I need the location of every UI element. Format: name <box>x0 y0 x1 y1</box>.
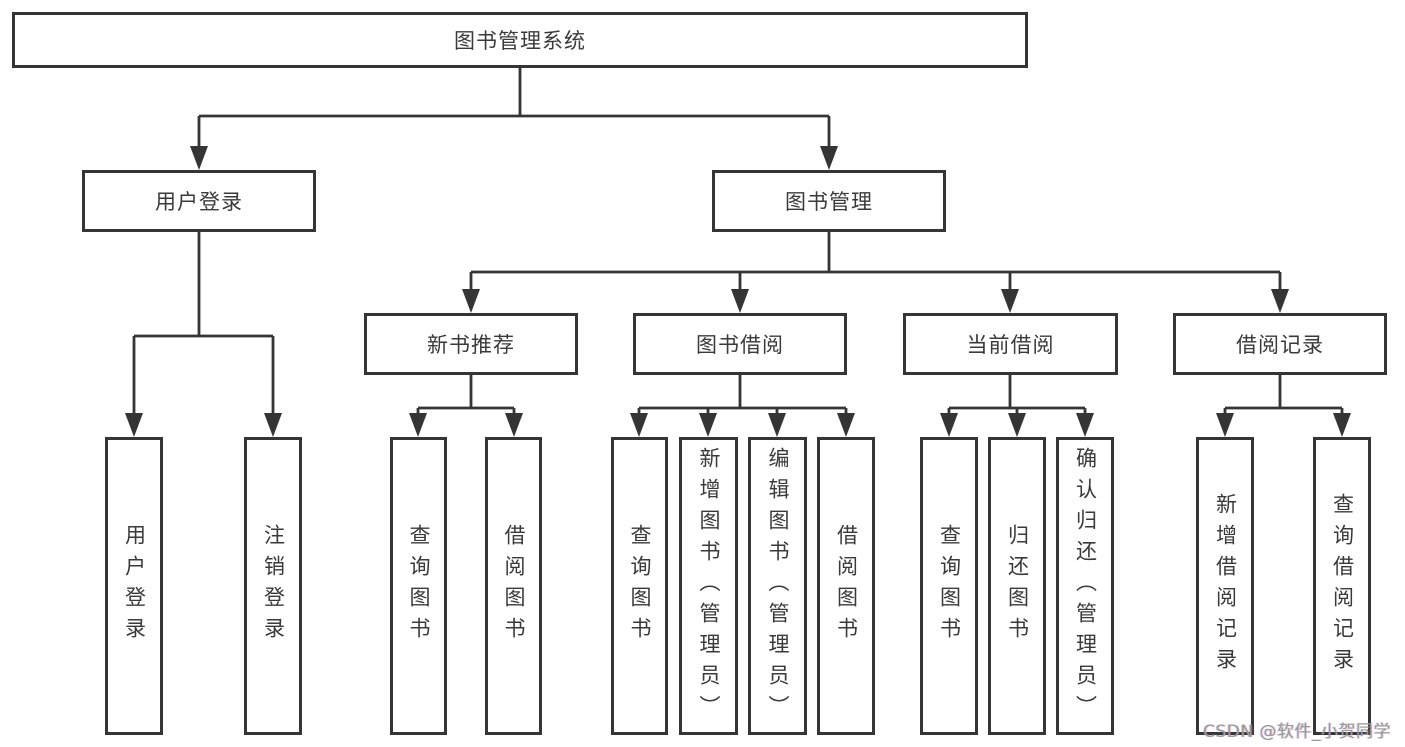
line-book-mgmt-split <box>469 232 1282 292</box>
node-book-borrow: 图书借阅 <box>633 313 847 375</box>
arrow-down-icon <box>1076 413 1094 437</box>
leaf-add-borrow-record: 新增借阅记录 <box>1196 437 1254 735</box>
csdn-watermark: CSDN @软件_小贺同学 <box>1203 722 1391 742</box>
arrow-down-icon <box>630 413 648 437</box>
line-book-borrow-split <box>637 375 848 416</box>
arrow-down-icon <box>1333 413 1351 437</box>
line-borrow-record-split <box>1223 375 1344 416</box>
node-borrow-record: 借阅记录 <box>1173 313 1387 375</box>
leaf-query-borrow-record: 查询借阅记录 <box>1313 437 1371 735</box>
arrow-down-icon <box>820 146 838 170</box>
leaf-user-login: 用户登录 <box>105 437 163 735</box>
line-new-book-split <box>416 375 516 416</box>
leaf-borrow-book: 借阅图书 <box>817 437 875 735</box>
leaf-query-book-recommend: 查询图书 <box>390 437 447 735</box>
arrow-down-icon <box>1271 289 1289 313</box>
leaf-add-book-admin: 新增图书（管理员） <box>679 437 738 735</box>
leaf-return-book: 归还图书 <box>988 437 1046 735</box>
leaf-borrow-book-recommend: 借阅图书 <box>485 437 542 735</box>
node-new-book-recommend: 新书推荐 <box>364 313 578 375</box>
leaf-query-book-borrow: 查询图书 <box>611 437 668 735</box>
arrow-down-icon <box>1008 413 1026 437</box>
arrow-down-icon <box>505 413 523 437</box>
arrow-down-icon <box>940 413 958 437</box>
arrow-down-icon <box>462 289 480 313</box>
leaf-query-book-current: 查询图书 <box>920 437 978 735</box>
line-current-borrow-split <box>947 375 1087 416</box>
arrow-down-icon <box>1001 289 1019 313</box>
leaf-edit-book-admin: 编辑图书（管理员） <box>748 437 807 735</box>
arrow-down-icon <box>409 413 427 437</box>
arrow-down-icon <box>1216 413 1234 437</box>
line-root-split <box>197 68 831 150</box>
leaf-logout: 注销登录 <box>244 437 302 735</box>
arrow-down-icon <box>731 289 749 313</box>
node-current-borrow: 当前借阅 <box>903 313 1118 375</box>
node-root-system: 图书管理系统 <box>12 12 1028 68</box>
arrow-down-icon <box>190 146 208 170</box>
arrow-down-icon <box>264 413 282 437</box>
leaf-confirm-return-admin: 确认归还（管理员） <box>1056 437 1114 735</box>
node-user-login: 用户登录 <box>82 170 316 232</box>
node-book-management: 图书管理 <box>712 170 946 232</box>
arrowheads <box>125 146 1351 437</box>
lines <box>132 68 1344 416</box>
arrow-down-icon <box>837 413 855 437</box>
arrow-down-icon <box>699 413 717 437</box>
arrow-down-icon <box>768 413 786 437</box>
line-user-login-split <box>132 232 275 416</box>
arrow-down-icon <box>125 413 143 437</box>
